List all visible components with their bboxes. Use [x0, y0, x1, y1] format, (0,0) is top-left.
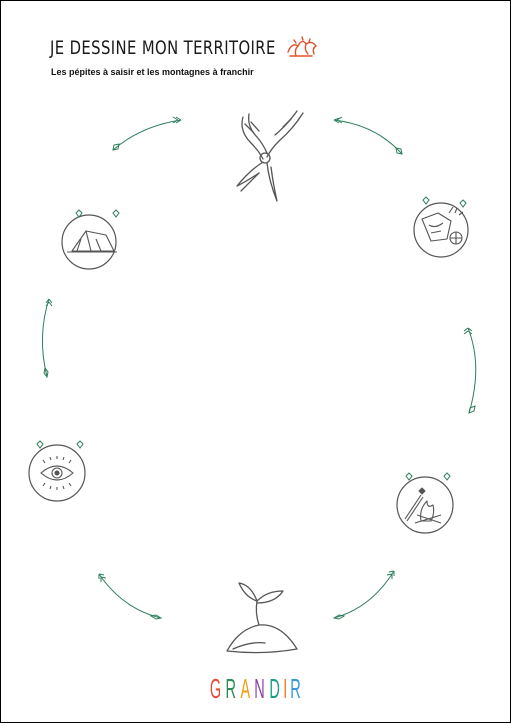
arrow-top-right [334, 117, 402, 154]
arrow-bottom-left [99, 574, 161, 619]
scarf-icon [237, 111, 303, 201]
footer-letter: N [255, 673, 266, 705]
footer-letter: R [290, 673, 301, 705]
arrow-right [464, 328, 476, 413]
footer-letter: R [226, 673, 237, 705]
map-compass-icon [414, 197, 468, 257]
footer-letter: I [283, 673, 287, 705]
campfire-icon [397, 473, 453, 533]
arrow-left [42, 299, 52, 377]
footer-letter: G [210, 673, 222, 705]
eye-icon [29, 441, 85, 501]
footer-letter: D [270, 673, 281, 705]
tent-icon [62, 210, 119, 269]
sprout-icon [227, 583, 297, 653]
arrow-bottom-right [334, 571, 394, 619]
footer-letter: A [241, 673, 251, 705]
arrow-top-left [113, 117, 181, 150]
